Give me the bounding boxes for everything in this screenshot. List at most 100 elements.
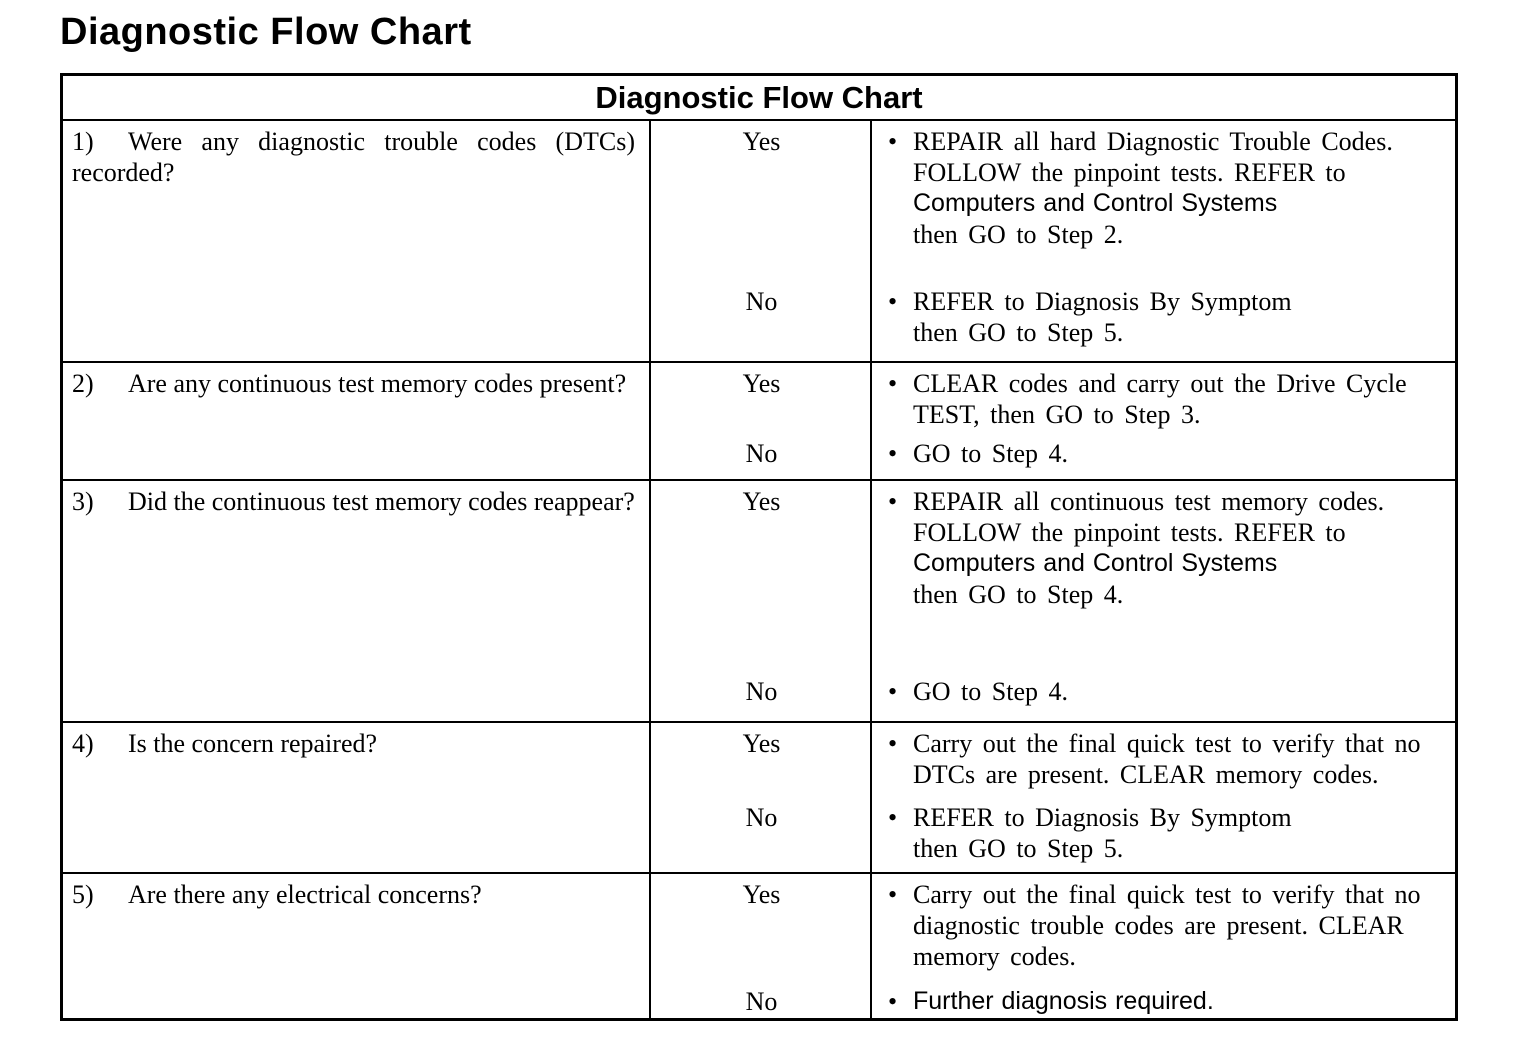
action-item: • Carry out the final quick test to veri… (888, 728, 1449, 790)
diagnostic-flow-chart-table: Diagnostic Flow Chart 1)Were any diagnos… (60, 73, 1458, 1021)
answer-label-yes: Yes (742, 369, 781, 398)
action-line: FOLLOW the pinpoint tests. REFER to (913, 158, 1346, 187)
yes-branch: Yes • Carry out the final quick test to … (651, 879, 1455, 972)
page-title: Diagnostic Flow Chart (60, 11, 472, 53)
table-row: 4) Is the concern repaired? Yes • Carry o… (63, 723, 1455, 874)
action-item: • REFER to Diagnosis By Symptom then GO … (888, 802, 1449, 864)
table-row: 2) Are any continuous test memory codes p… (63, 363, 1455, 481)
question-cell: 4) Is the concern repaired? (63, 723, 651, 872)
question-text: Is the concern repaired? (128, 729, 378, 758)
action-line: Carry out the final quick test to verify… (913, 729, 1421, 758)
bullet-icon: • (888, 880, 898, 909)
action-line: GO to Step 4. (913, 439, 1068, 468)
action-item: • GO to Step 4. (888, 676, 1449, 707)
answer-label-no: No (745, 677, 778, 706)
yes-branch: Yes • REPAIR all continuous test memory … (651, 486, 1455, 610)
bullet-icon: • (888, 987, 898, 1016)
action-line: REFER to Diagnosis By Symptom (913, 803, 1292, 832)
action-lines: REFER to Diagnosis By Symptom then GO to… (913, 286, 1292, 348)
action-line: REPAIR all continuous test memory codes. (913, 487, 1385, 516)
action-item: • REPAIR all continuous test memory code… (888, 486, 1449, 610)
action-line: REPAIR all hard Diagnostic Trouble Codes… (913, 127, 1393, 156)
question-number: 3) (72, 487, 94, 516)
answer-label-yes: Yes (742, 127, 781, 156)
action-cell: • REPAIR all continuous test memory code… (872, 486, 1455, 610)
action-lines: REFER to Diagnosis By Symptom then GO to… (913, 802, 1292, 864)
answer-label-yes: Yes (742, 487, 781, 516)
action-line-link: Computers and Control Systems (913, 549, 1278, 577)
action-cell: • CLEAR codes and carry out the Drive Cy… (872, 368, 1455, 430)
action-cell: • Carry out the final quick test to veri… (872, 879, 1455, 972)
answer-label-no: No (745, 287, 778, 316)
question-cell: 1)Were any diagnostic trouble codes (DTC… (63, 121, 651, 361)
bullet-icon: • (888, 439, 898, 468)
question-text: Did the continuous test memory codes rea… (128, 487, 635, 516)
action-cell: • Carry out the final quick test to veri… (872, 728, 1455, 790)
no-branch: No • GO to Step 4. (651, 438, 1455, 469)
table-row: 3) Did the continuous test memory codes r… (63, 481, 1455, 723)
action-line: REFER to Diagnosis By Symptom (913, 287, 1292, 316)
action-line: GO to Step 4. (913, 677, 1068, 706)
bullet-icon: • (888, 677, 898, 706)
bullet-icon: • (888, 803, 898, 832)
row-body: Yes • Carry out the final quick test to … (651, 723, 1455, 872)
action-line: then GO to Step 2. (913, 220, 1124, 249)
action-line: TEST, then GO to Step 3. (913, 400, 1201, 429)
answer-label-yes: Yes (742, 729, 781, 758)
action-line: then GO to Step 5. (913, 834, 1124, 863)
action-lines: Carry out the final quick test to verify… (913, 728, 1421, 790)
action-line: then GO to Step 5. (913, 318, 1124, 347)
no-branch: No • Further diagnosis required. (651, 986, 1455, 1017)
question-text: Were any diagnostic trouble codes (DTCs)… (72, 127, 635, 187)
action-lines: GO to Step 4. (913, 676, 1068, 707)
action-lines: Further diagnosis required. (913, 986, 1214, 1017)
yes-branch: Yes • CLEAR codes and carry out the Driv… (651, 368, 1455, 430)
bullet-icon: • (888, 127, 898, 156)
answer-label-no: No (745, 987, 778, 1016)
no-branch: No • REFER to Diagnosis By Symptom then … (651, 802, 1455, 864)
action-cell: • REFER to Diagnosis By Symptom then GO … (872, 802, 1455, 864)
answer-label-no: No (745, 803, 778, 832)
question-number: 4) (72, 729, 94, 758)
action-cell: • GO to Step 4. (872, 438, 1455, 469)
action-item: • Carry out the final quick test to veri… (888, 879, 1449, 972)
action-line: Further diagnosis required. (913, 987, 1214, 1015)
action-cell: • REPAIR all hard Diagnostic Trouble Cod… (872, 126, 1455, 250)
yes-branch: Yes • REPAIR all hard Diagnostic Trouble… (651, 126, 1455, 250)
action-lines: Carry out the final quick test to verify… (913, 879, 1421, 972)
action-item: • Further diagnosis required. (888, 986, 1449, 1017)
question-number: 2) (72, 369, 94, 398)
action-lines: CLEAR codes and carry out the Drive Cycl… (913, 368, 1407, 430)
action-lines: GO to Step 4. (913, 438, 1068, 469)
action-line: diagnostic trouble codes are present. CL… (913, 911, 1404, 940)
bullet-icon: • (888, 487, 898, 516)
action-item: • REPAIR all hard Diagnostic Trouble Cod… (888, 126, 1449, 250)
action-item: • CLEAR codes and carry out the Drive Cy… (888, 368, 1449, 430)
action-cell: • REFER to Diagnosis By Symptom then GO … (872, 286, 1455, 348)
question-text: Are there any electrical concerns? (128, 880, 482, 909)
question-cell: 5) Are there any electrical concerns? (63, 874, 651, 1018)
action-cell: • Further diagnosis required. (872, 986, 1455, 1017)
no-branch: No • REFER to Diagnosis By Symptom then … (651, 286, 1455, 348)
action-lines: REPAIR all continuous test memory codes.… (913, 486, 1384, 610)
action-lines: REPAIR all hard Diagnostic Trouble Codes… (913, 126, 1393, 250)
action-line: memory codes. (913, 942, 1076, 971)
table-row: 5) Are there any electrical concerns? Yes… (63, 874, 1455, 1018)
action-line: Carry out the final quick test to verify… (913, 880, 1421, 909)
question-cell: 2) Are any continuous test memory codes p… (63, 363, 651, 479)
question-cell: 3) Did the continuous test memory codes r… (63, 481, 651, 721)
row-body: Yes • Carry out the final quick test to … (651, 874, 1455, 1018)
action-line-link: Computers and Control Systems (913, 189, 1278, 217)
question-text: Are any continuous test memory codes pre… (128, 369, 627, 398)
table-row: 1)Were any diagnostic trouble codes (DTC… (63, 121, 1455, 363)
table-title: Diagnostic Flow Chart (63, 76, 1455, 121)
question-number: 5) (72, 880, 94, 909)
action-line: CLEAR codes and carry out the Drive Cycl… (913, 369, 1407, 398)
question-number: 1) (72, 127, 94, 156)
action-item: • GO to Step 4. (888, 438, 1449, 469)
bullet-icon: • (888, 729, 898, 758)
action-item: • REFER to Diagnosis By Symptom then GO … (888, 286, 1449, 348)
row-body: Yes • REPAIR all continuous test memory … (651, 481, 1455, 721)
bullet-icon: • (888, 369, 898, 398)
answer-label-yes: Yes (742, 880, 781, 909)
